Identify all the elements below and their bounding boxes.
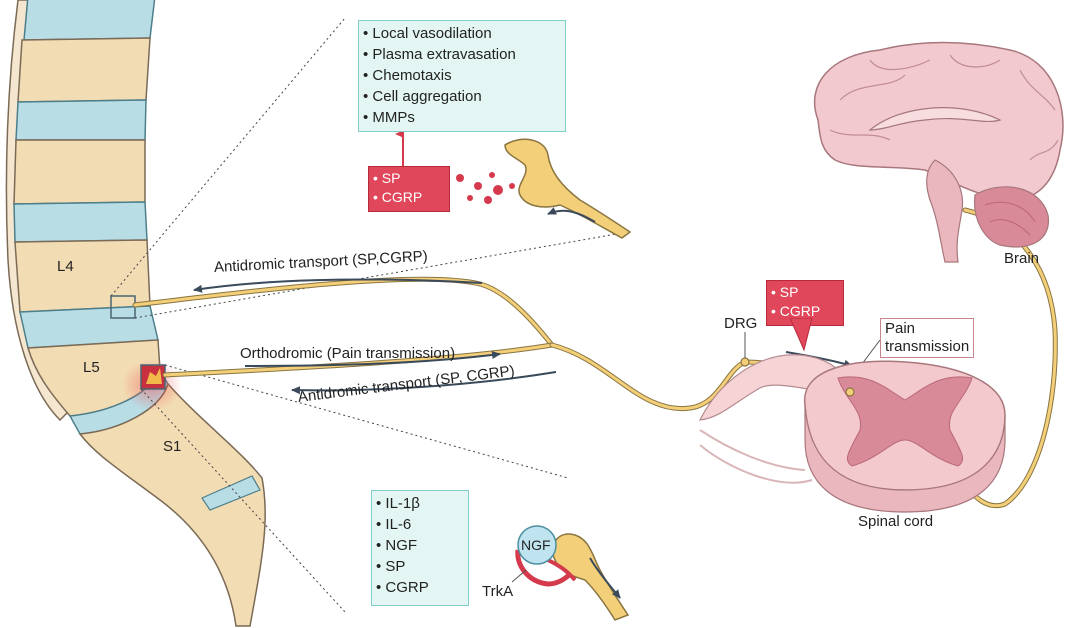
brain	[813, 41, 1064, 263]
cord-synapse	[845, 387, 855, 397]
brainstem	[926, 159, 964, 263]
top-mediator-box: SP CGRP	[368, 166, 450, 212]
antidromic-upper-arrow	[193, 278, 483, 293]
retro-arrow-top	[547, 207, 596, 223]
ngf-label: NGF	[521, 537, 551, 553]
drg-mediator-item: SP	[771, 283, 839, 302]
corpus-callosum	[868, 107, 1002, 131]
drg-box-pointer	[790, 318, 813, 352]
drg-cell	[740, 357, 750, 367]
antidromic-lower-arrow	[291, 371, 557, 395]
effect-item: Plasma extravasation	[363, 44, 561, 65]
effect-item: Local vasodilation	[363, 23, 561, 44]
s1-label: S1	[163, 438, 182, 455]
brain-label: Brain	[1004, 250, 1040, 267]
bottom-mediator-item: CGRP	[376, 577, 464, 598]
top-inset-graphics	[395, 130, 632, 239]
effect-item: MMPs	[363, 107, 561, 128]
disc-2	[15, 99, 147, 141]
cord-base	[804, 404, 1006, 513]
bottom-mediator-item: SP	[376, 556, 464, 577]
transport-arrows	[193, 278, 881, 395]
pain-transmission-label: Pain transmission	[880, 318, 975, 358]
drg-label: DRG	[724, 315, 758, 332]
disc-3	[13, 201, 148, 243]
orthodromic-label: Orthodromic (Pain transmission)	[240, 345, 456, 362]
spinal-cord	[699, 360, 1006, 513]
cerebellum	[973, 186, 1050, 248]
ngf-circle	[517, 525, 557, 565]
mediator-item: SP	[373, 169, 445, 188]
bottom-mediator-item: NGF	[376, 535, 464, 556]
spinal-cord-label: Spinal cord	[858, 513, 934, 530]
spine	[5, 0, 266, 627]
trka-label: TrkA	[482, 583, 514, 600]
bottom-inset-graphics	[511, 525, 630, 621]
l5-label: L5	[83, 359, 100, 376]
effect-item: Chemotaxis	[363, 65, 561, 86]
trka-pointer	[511, 569, 527, 583]
grey-matter	[837, 376, 973, 467]
anterograde-arrow-bottom	[589, 557, 621, 599]
zoom-lines	[110, 17, 629, 613]
nerve-terminal-top	[504, 138, 632, 239]
bottom-mediator-list: IL-1β IL-6 NGF SP CGRP	[371, 490, 469, 606]
vertebra-1	[17, 37, 151, 103]
orthodromic-arrow	[244, 351, 501, 367]
lesion-core	[146, 368, 162, 384]
effect-item: Cell aggregation	[363, 86, 561, 107]
cerebrum	[813, 41, 1064, 201]
l4-label: L4	[57, 258, 74, 275]
trka-receptor	[515, 549, 572, 587]
effects-list: Local vasodilation Plasma extravasation …	[358, 20, 566, 132]
drg-mediator-item: CGRP	[771, 302, 839, 321]
sacral-disc	[201, 475, 261, 511]
released-vesicles	[442, 172, 515, 204]
mediator-item: CGRP	[373, 188, 445, 207]
bottom-mediator-item: IL-6	[376, 514, 464, 535]
vertebra-2	[13, 139, 146, 205]
bottom-mediator-item: IL-1β	[376, 493, 464, 514]
vertebra-l4	[14, 239, 151, 313]
disc-top	[23, 0, 156, 41]
